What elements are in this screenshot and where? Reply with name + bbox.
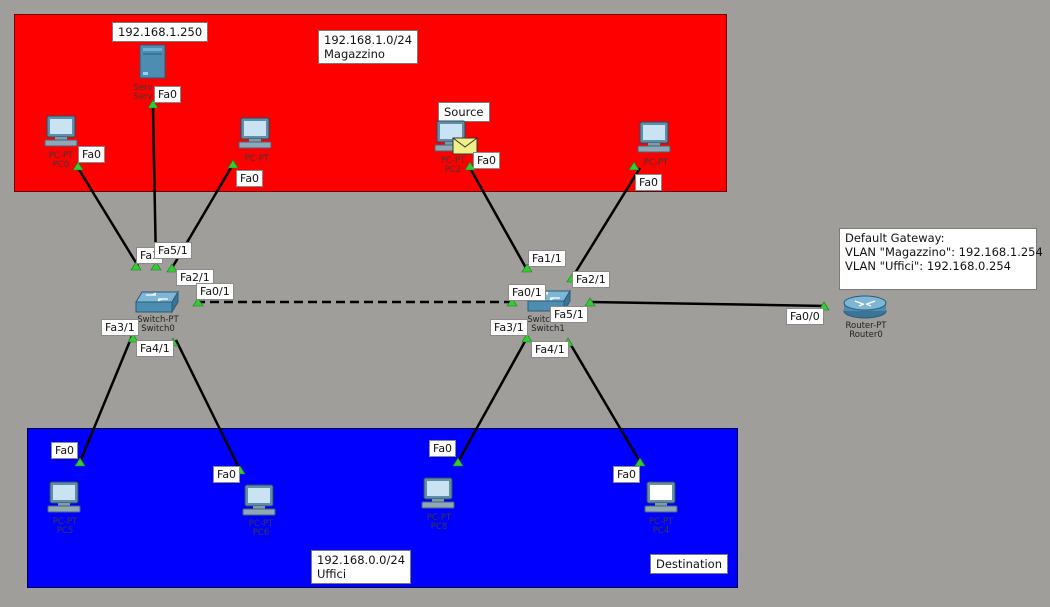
link-indicator: [521, 333, 533, 343]
link-indicator: [521, 263, 533, 273]
pc-icon: [421, 477, 455, 509]
port-label: Fa0: [236, 170, 264, 187]
link-pc3-switch1: [570, 167, 642, 279]
router0-device[interactable]: [842, 294, 888, 324]
link-switch0-pc6: [174, 339, 242, 471]
switch-icon: [135, 290, 179, 314]
link-indicator: [127, 333, 139, 343]
port-label: Fa0/0: [786, 308, 824, 325]
gateway-line-magazzino: VLAN "Magazzino": 192.168.1.254: [845, 245, 1043, 259]
switch0-device[interactable]: [134, 290, 180, 318]
link-switch1-pc4: [566, 339, 642, 463]
gateway-title: Default Gateway:: [845, 231, 945, 245]
pc2-device[interactable]: [434, 120, 468, 156]
gateway-line-uffici: VLAN "Uffici": 192.168.0.254: [845, 259, 1011, 273]
pc0-device[interactable]: [44, 115, 78, 151]
link-indicator: [584, 297, 596, 307]
link-indicator: [147, 99, 159, 109]
router-icon: [843, 295, 887, 319]
port-label: Fa3/1: [490, 319, 528, 336]
zone-name: Magazzino: [324, 47, 385, 61]
pc3-label: PC-PT: [643, 158, 669, 168]
pc-icon: [637, 121, 671, 153]
zone-network: 192.168.1.0/24: [324, 33, 413, 47]
zone-label-magazzino[interactable]: 192.168.1.0/24 Magazzino: [318, 30, 419, 64]
pc8-device[interactable]: [421, 477, 455, 513]
link-indicator: [452, 457, 464, 467]
pc1-label: PC-PT: [244, 154, 270, 164]
pc0-label: PC-PT PC0: [48, 151, 74, 170]
pc5-label: PC-PT PC5: [52, 517, 78, 536]
link-indicator: [74, 457, 86, 467]
link-indicator: [634, 457, 646, 467]
port-label: Fa0: [473, 152, 501, 169]
link-switch0-pc5: [78, 335, 134, 463]
server-device[interactable]: [139, 44, 167, 84]
pc2-label: PC-PT PC2: [440, 156, 466, 175]
port-label: Fa0/1: [508, 284, 546, 301]
zone-network: 192.168.0.0/24: [317, 553, 406, 567]
link-indicator: [166, 263, 178, 273]
source-note[interactable]: Source: [438, 102, 490, 122]
pc-icon: [238, 117, 272, 149]
switch0-label: Switch-PT Switch0: [137, 315, 179, 334]
zone-name: Uffici: [317, 567, 347, 581]
port-label: Fa1/1: [528, 250, 566, 267]
pc5-device[interactable]: [47, 481, 81, 517]
destination-note[interactable]: Destination: [650, 554, 728, 574]
pc-icon: [47, 481, 81, 513]
link-indicator: [72, 161, 84, 171]
port-label: Fa2/1: [176, 269, 214, 286]
pc-icon: [242, 484, 276, 516]
link-indicator: [130, 261, 142, 271]
pc-icon: [44, 115, 78, 147]
port-label: Fa4/1: [531, 341, 569, 358]
pc-icon: [644, 481, 678, 513]
link-indicator: [464, 161, 476, 171]
link-switch1-router0: [589, 300, 827, 308]
link-indicator: [506, 297, 518, 307]
port-label: Fa0: [613, 466, 641, 483]
link-pc0-switch0: [76, 167, 140, 267]
port-label: Fa5/1: [550, 306, 588, 323]
link-pc2-switch1: [468, 167, 528, 269]
port-label: Fa0: [51, 442, 79, 459]
switch1-label: Switch-PT Switch1: [527, 315, 569, 334]
pc6-label: PC-PT PC6: [248, 519, 274, 538]
default-gateway-note[interactable]: Default Gateway: VLAN "Magazzino": 192.1…: [839, 228, 1043, 290]
link-indicator: [227, 159, 239, 169]
link-indicator: [192, 297, 204, 307]
server-label: Serv Serv: [133, 83, 153, 102]
router0-label: Router-PT Router0: [845, 321, 887, 340]
link-server-switch0: [151, 105, 158, 267]
pc8-label: PC-PT PC8: [426, 513, 452, 532]
link-indicator: [628, 161, 640, 171]
port-label: Fa0: [429, 440, 457, 457]
pc3-device[interactable]: [637, 121, 671, 157]
link-indicator: [150, 261, 162, 271]
port-label: Fa0: [213, 466, 241, 483]
port-label: Fa0: [635, 174, 663, 191]
server-icon: [139, 44, 166, 79]
port-label: Fa0: [154, 86, 182, 103]
pc-icon: [434, 120, 468, 152]
link-switch1-pc8: [456, 335, 530, 463]
pc4-label: PC-PT PC4: [648, 517, 674, 536]
port-label: Fa5/1: [154, 242, 192, 259]
port-label: Fa0/1: [196, 283, 234, 300]
pc6-device[interactable]: [242, 484, 276, 520]
envelope-icon[interactable]: [452, 137, 478, 155]
port-label: Fa2/1: [572, 271, 610, 288]
zone-label-uffici[interactable]: 192.168.0.0/24 Uffici: [311, 550, 412, 584]
server-ip-note[interactable]: 192.168.1.250: [112, 22, 209, 42]
port-label: Fa3/1: [101, 319, 139, 336]
pc1-device[interactable]: [238, 117, 272, 153]
port-label: Fa4/1: [136, 340, 174, 357]
port-label: Fa0: [78, 146, 106, 163]
pc4-device[interactable]: [644, 481, 678, 517]
